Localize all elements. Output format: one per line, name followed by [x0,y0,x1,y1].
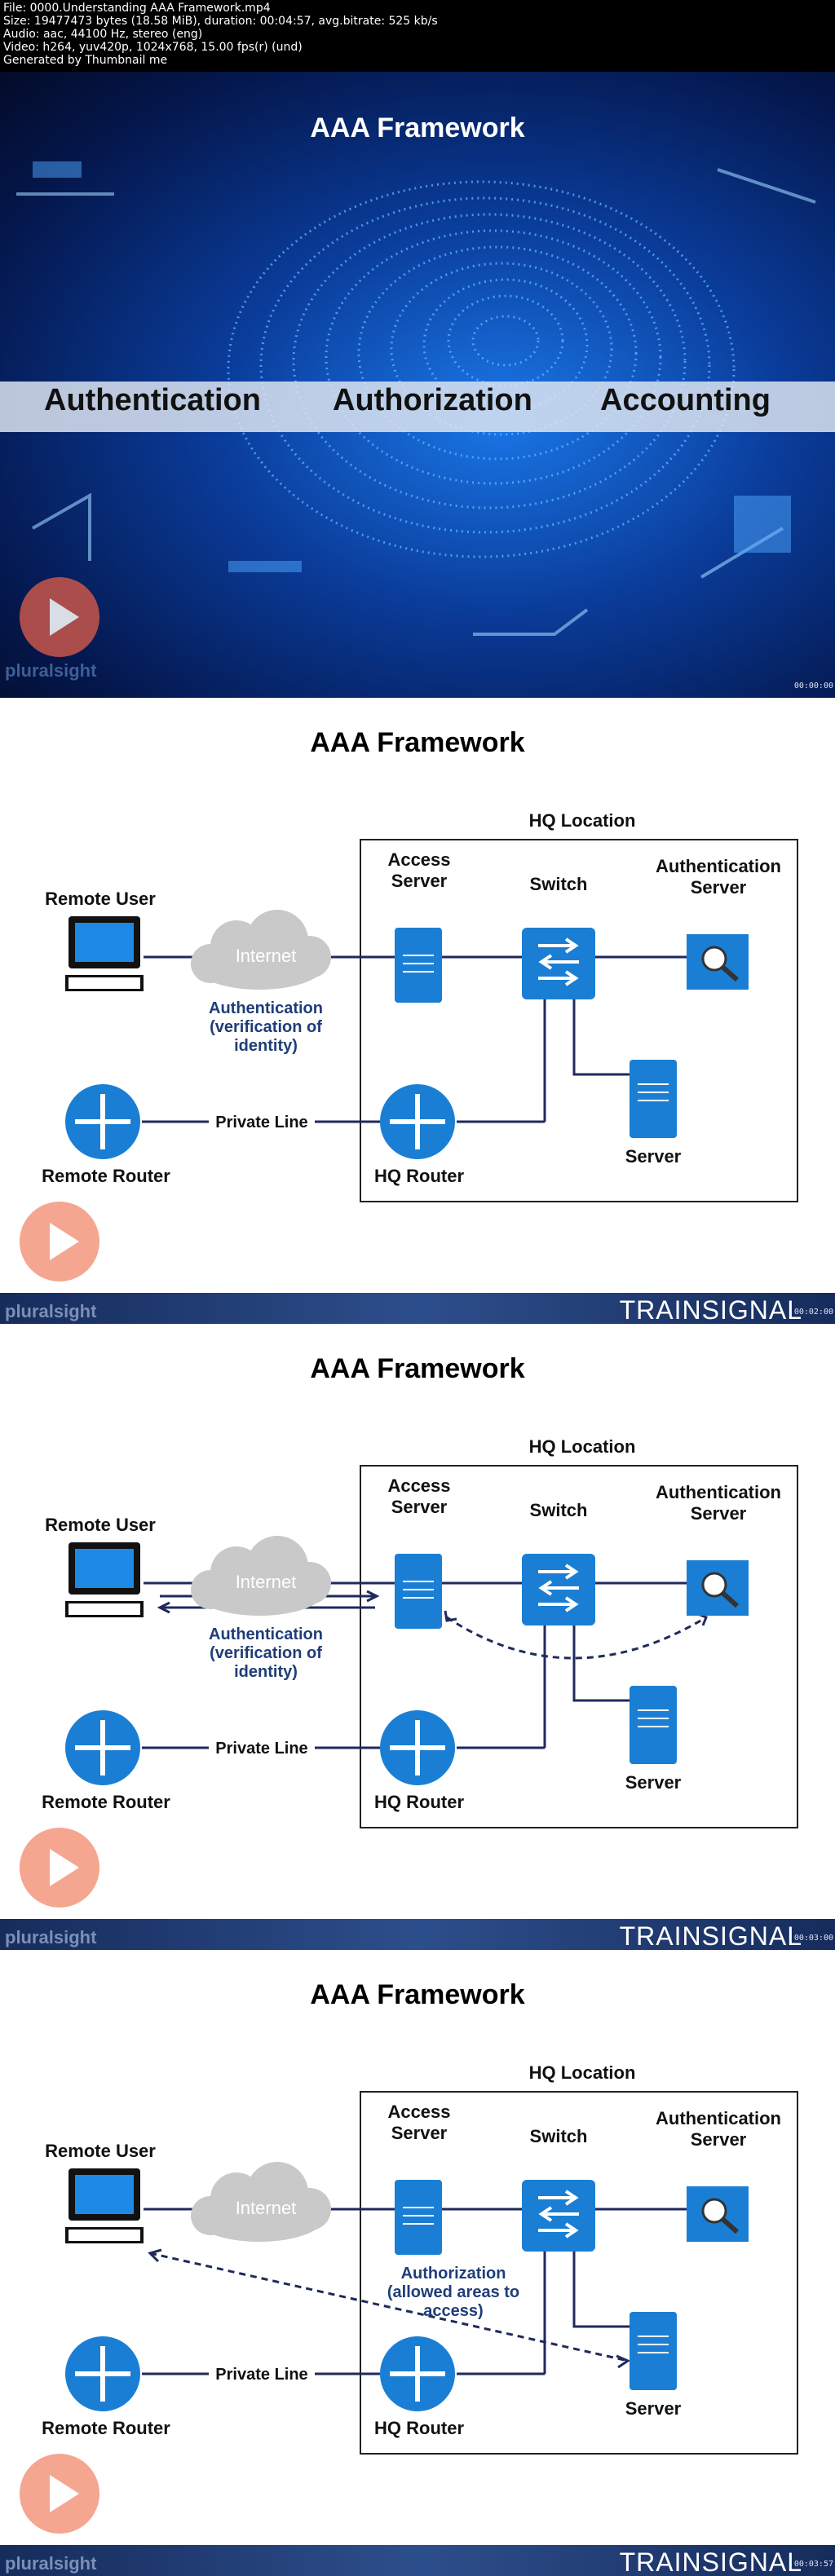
server-icon [630,1060,677,1138]
hq-router-icon [380,1084,455,1159]
network-diagram [65,1465,798,1828]
switch-label: Switch [529,1500,588,1520]
brand-bar [0,1293,835,1324]
file-info-header: File: 0000.Understanding AAA Framework.m… [0,0,835,72]
hq-location-label: HQ Location [528,2062,636,2083]
remote-router-label: Remote Router [42,1792,170,1812]
auth-server-label: Authentication Server [656,1482,781,1524]
access-server-icon [395,928,442,1003]
video-frame-1: AAA Framework Authentication Authorizati… [0,72,835,698]
pluralsight-logo: pluralsight [5,1927,97,1947]
trainsignal-logo: TRAINSIGNAL [619,1921,802,1950]
remote-router-label: Remote Router [42,2418,170,2438]
authentication-note: Authentication (verification of identity… [209,1625,323,1681]
play-button[interactable] [20,2454,99,2534]
remote-router-icon [65,1084,140,1159]
hq-router-label: HQ Router [374,1792,464,1812]
brand-bar [0,1919,835,1950]
authorization-note: Authorization (allowed areas to access) [387,2265,520,2320]
access-server-label: Access Server [387,1475,451,1517]
switch-label: Switch [529,2126,588,2146]
server-label: Server [625,1146,682,1167]
access-server-icon [395,2180,442,2255]
play-button[interactable] [20,577,99,657]
remote-user-label: Remote User [45,2141,156,2161]
internet-cloud-icon [191,2162,331,2242]
remote-user-computer-icon [65,2168,144,2243]
access-server-label: Access Server [387,849,451,891]
server-icon [630,2312,677,2390]
server-label: Server [625,2398,682,2419]
brand-bar [0,2545,835,2576]
remote-user-label: Remote User [45,889,156,909]
accounting-label: Accounting [600,383,771,417]
authentication-note: Authentication (verification of identity… [209,999,323,1055]
authentication-server-icon [687,1560,749,1616]
hq-router-label: HQ Router [374,2418,464,2438]
remote-user-computer-icon [65,916,144,991]
aaa-band [0,382,835,432]
pluralsight-logo: pluralsight [5,2553,97,2574]
internet-cloud-icon [191,910,331,990]
remote-user-computer-icon [65,1542,144,1617]
remote-user-label: Remote User [45,1515,156,1535]
play-button[interactable] [20,1828,99,1908]
file-name-line: File: 0000.Understanding AAA Framework.m… [3,2,271,15]
auth-server-label: Authentication Server [656,856,781,898]
authentication-server-icon [687,934,749,990]
generator-line: Generated by Thumbnail me [3,54,168,67]
video-info-line: Video: h264, yuv420p, 1024x768, 15.00 fp… [3,41,303,54]
frame-timestamp: 00:00:00 [793,681,833,690]
trainsignal-logo: TRAINSIGNAL [619,1295,802,1324]
network-diagram [65,2091,798,2455]
file-size-line: Size: 19477473 bytes (18.58 MiB), durati… [3,15,438,28]
switch-icon [522,928,595,999]
hq-location-label: HQ Location [528,1436,636,1457]
hq-router-label: HQ Router [374,1166,464,1186]
internet-cloud-icon [191,1536,331,1616]
internet-label: Internet [235,946,297,966]
trainsignal-logo: TRAINSIGNAL [619,2547,802,2576]
server-icon [630,1686,677,1764]
remote-router-icon [65,1710,140,1785]
remote-router-label: Remote Router [42,1166,170,1186]
video-frame-3: AAA Framework HQ Location Access Server … [0,1324,835,1950]
switch-icon [522,2180,595,2252]
pluralsight-logo: pluralsight [5,1301,97,1321]
hq-router-icon [380,2336,455,2411]
slide-title: AAA Framework [310,1979,525,2010]
server-label: Server [625,1772,682,1793]
frame-timestamp: 00:02:00 [793,1308,833,1317]
access-server-label: Access Server [387,2102,451,2143]
switch-label: Switch [529,874,588,894]
authentication-server-icon [687,2186,749,2242]
switch-icon [522,1554,595,1625]
access-server-icon [395,1554,442,1629]
play-button[interactable] [20,1202,99,1281]
frame-timestamp: 00:03:57 [793,2560,833,2569]
audio-info-line: Audio: aac, 44100 Hz, stereo (eng) [3,28,203,41]
frame-timestamp: 00:03:00 [793,1934,833,1943]
remote-router-icon [65,2336,140,2411]
pluralsight-logo: pluralsight [5,660,97,681]
slide-title: AAA Framework [310,727,525,758]
hq-location-label: HQ Location [528,810,636,831]
authentication-label: Authentication [44,383,261,417]
private-line-label: Private Line [209,2364,315,2385]
internet-label: Internet [235,1572,297,1592]
video-frame-2: AAA Framework HQ Location Access Server … [0,698,835,1324]
private-line-label: Private Line [209,1738,315,1759]
private-line-label: Private Line [209,1112,315,1133]
fingerprint-background [16,161,816,636]
authorization-label: Authorization [333,383,532,417]
internet-label: Internet [235,2198,297,2218]
network-diagram [65,839,798,1202]
video-frame-4: AAA Framework HQ Location Access Server … [0,1950,835,2576]
hq-router-icon [380,1710,455,1785]
slide-title: AAA Framework [310,1353,525,1384]
frame1-title: AAA Framework [310,112,525,143]
auth-server-label: Authentication Server [656,2108,781,2150]
